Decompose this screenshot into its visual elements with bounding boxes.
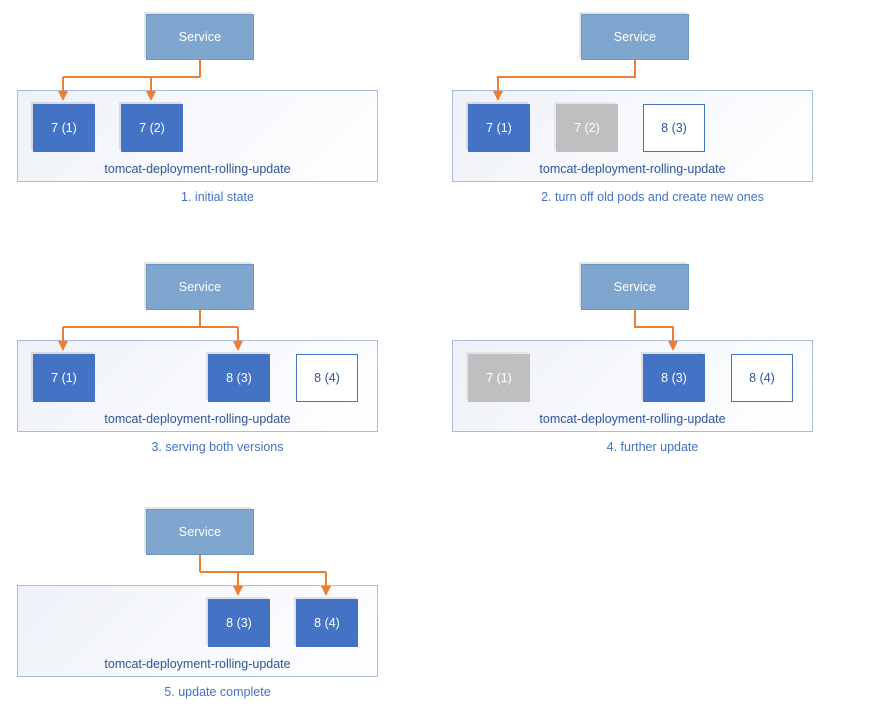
panel-caption: 3. serving both versions xyxy=(151,440,284,454)
service-box[interactable]: Service xyxy=(146,509,254,555)
panel-caption: 4. further update xyxy=(606,440,699,454)
panel-caption: 2. turn off old pods and create new ones xyxy=(541,190,764,204)
service-to-pod-arrows xyxy=(58,310,243,351)
pod-label: 8 (3) xyxy=(226,371,252,385)
arrow-head xyxy=(668,341,678,351)
service-label: Service xyxy=(613,30,657,44)
arrow-head xyxy=(493,91,503,101)
service-to-pod-arrows xyxy=(634,310,678,351)
pod-label: 7 (2) xyxy=(574,121,600,135)
deployment-name: tomcat-deployment-rolling-update xyxy=(104,412,291,426)
service-label: Service xyxy=(178,280,222,294)
pod-box-terminating[interactable]: 7 (2) xyxy=(556,104,618,152)
arrow-line xyxy=(497,60,636,91)
pod-box-active[interactable]: 8 (3) xyxy=(208,599,270,647)
pod-box-terminating[interactable]: 7 (1) xyxy=(468,354,530,402)
diagram-panel: Service 7 (1) 7 (2) tomcat-deployment-rolli… xyxy=(0,0,435,225)
pod-label: 7 (1) xyxy=(51,371,77,385)
service-box[interactable]: Service xyxy=(581,264,689,310)
arrow-head xyxy=(233,341,243,351)
deployment-name: tomcat-deployment-rolling-update xyxy=(539,162,726,176)
deployment-container: 7 (1) 7 (2) 8 (3) tomcat-deployment-rolling… xyxy=(452,90,813,182)
arrow-head xyxy=(233,586,243,596)
pod-label: 8 (4) xyxy=(314,371,340,385)
diagram-panel: Service 7 (1) 8 (3) 8 (4) tomcat-deployment-… xyxy=(435,250,870,475)
diagram-panel: Service 7 (1) 7 (2) 8 (3) tomcat-deployment-… xyxy=(435,0,870,225)
pod-label: 7 (1) xyxy=(486,121,512,135)
pod-box-active[interactable]: 7 (1) xyxy=(33,354,95,402)
arrow-head xyxy=(58,341,68,351)
service-label: Service xyxy=(178,30,222,44)
arrow-line xyxy=(634,310,674,341)
pod-box-pending[interactable]: 8 (4) xyxy=(296,354,358,402)
pod-box-active[interactable]: 8 (4) xyxy=(296,599,358,647)
diagram-panel: Service 7 (1) 8 (3) 8 (4) tomcat-deployment-… xyxy=(0,250,435,475)
deployment-name: tomcat-deployment-rolling-update xyxy=(104,162,291,176)
pod-box-active[interactable]: 7 (1) xyxy=(33,104,95,152)
service-box[interactable]: Service xyxy=(146,264,254,310)
service-label: Service xyxy=(178,525,222,539)
pod-box-active[interactable]: 7 (1) xyxy=(468,104,530,152)
service-box[interactable]: Service xyxy=(146,14,254,60)
pod-box-active[interactable]: 8 (3) xyxy=(208,354,270,402)
arrow-head xyxy=(58,91,68,101)
deployment-name: tomcat-deployment-rolling-update xyxy=(104,657,291,671)
pod-label: 8 (4) xyxy=(749,371,775,385)
service-to-pod-arrows xyxy=(493,60,636,101)
pod-label: 7 (1) xyxy=(51,121,77,135)
arrow-head xyxy=(321,586,331,596)
pod-box-active[interactable]: 8 (3) xyxy=(643,354,705,402)
deployment-container: 7 (1) 7 (2) tomcat-deployment-rolling-upda… xyxy=(17,90,378,182)
deployment-container: 7 (1) 8 (3) 8 (4) tomcat-deployment-rolling… xyxy=(452,340,813,432)
panel-caption: 5. update complete xyxy=(164,685,271,699)
pod-box-active[interactable]: 7 (2) xyxy=(121,104,183,152)
pod-label: 8 (3) xyxy=(226,616,252,630)
deployment-container: 7 (1) 8 (3) 8 (4) tomcat-deployment-rolling… xyxy=(17,340,378,432)
pod-box-pending[interactable]: 8 (3) xyxy=(643,104,705,152)
service-box[interactable]: Service xyxy=(581,14,689,60)
pod-label: 7 (2) xyxy=(139,121,165,135)
service-to-pod-arrows xyxy=(199,555,331,596)
diagram-panel: Service 8 (3) 8 (4) tomcat-deployment-rolli… xyxy=(0,495,435,718)
arrow-head xyxy=(146,91,156,101)
service-to-pod-arrows xyxy=(58,60,201,101)
panel-caption: 1. initial state xyxy=(181,190,254,204)
pod-label: 7 (1) xyxy=(486,371,512,385)
deployment-name: tomcat-deployment-rolling-update xyxy=(539,412,726,426)
pod-label: 8 (4) xyxy=(314,616,340,630)
deployment-container: 8 (3) 8 (4) tomcat-deployment-rolling-upda… xyxy=(17,585,378,677)
pod-box-pending[interactable]: 8 (4) xyxy=(731,354,793,402)
pod-label: 8 (3) xyxy=(661,121,687,135)
service-label: Service xyxy=(613,280,657,294)
pod-label: 8 (3) xyxy=(661,371,687,385)
